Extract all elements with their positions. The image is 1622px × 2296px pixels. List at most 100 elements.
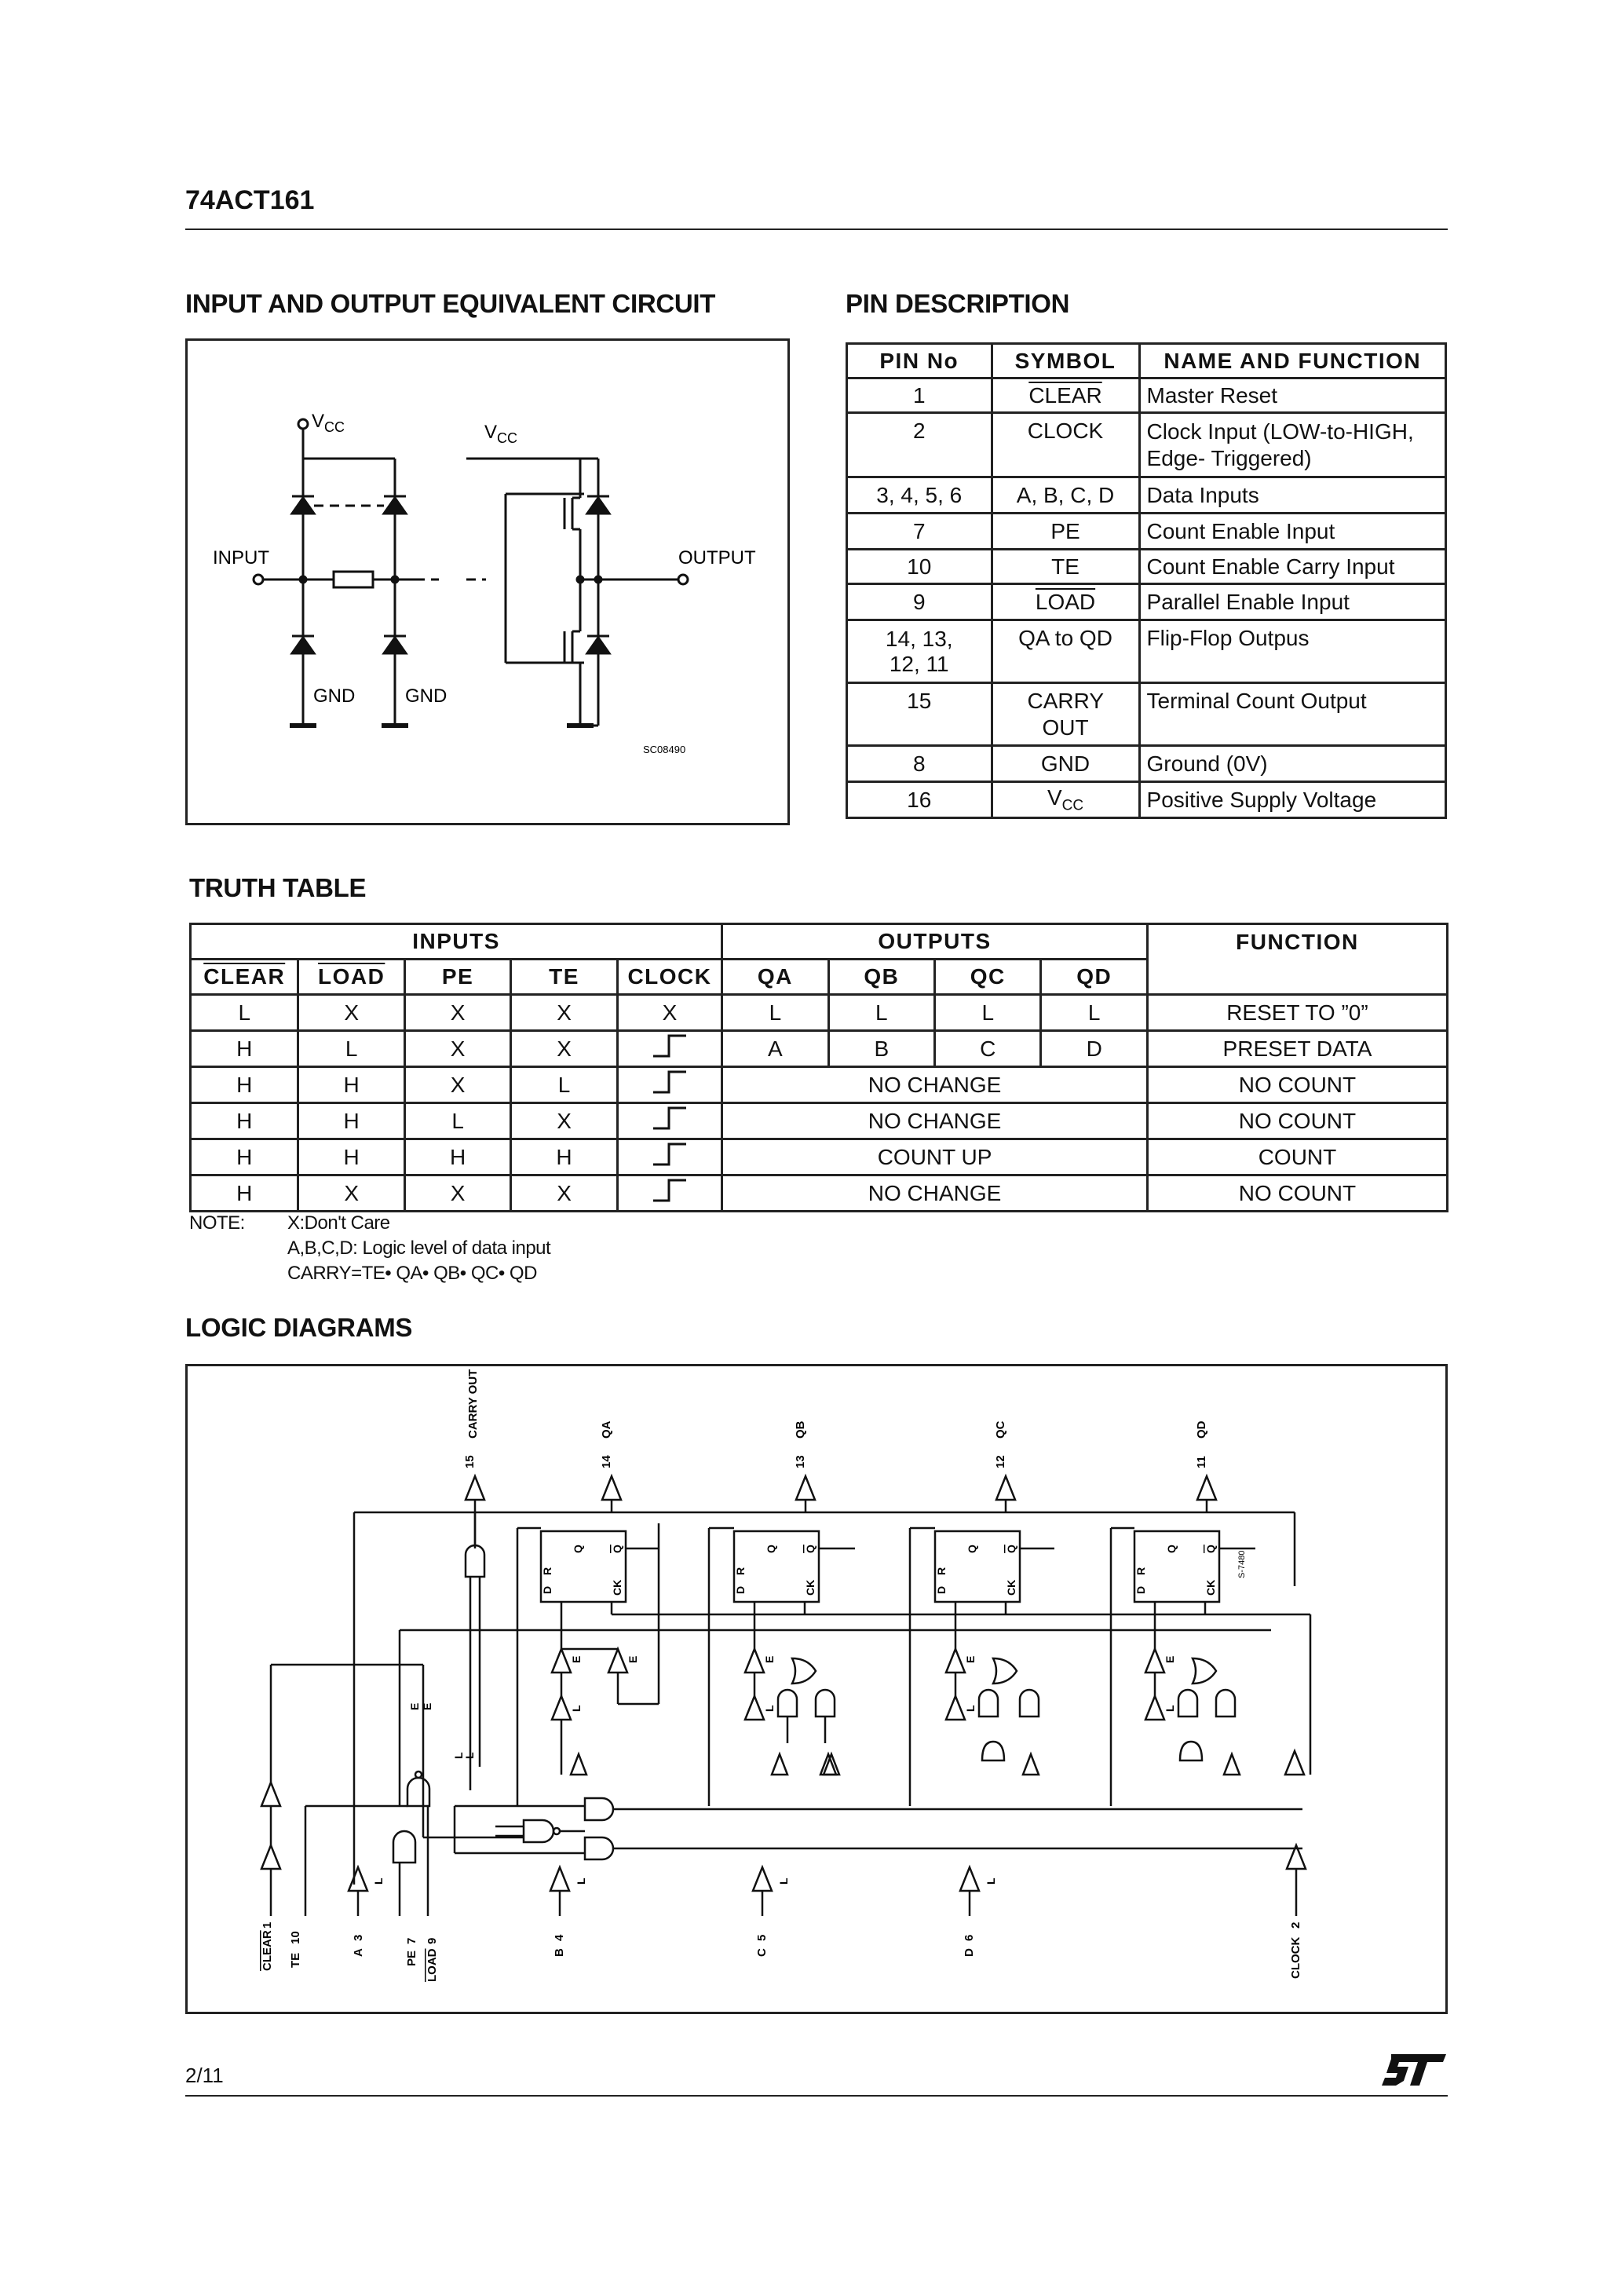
vcc-label-1: V [312,411,324,432]
svg-text:Q: Q [966,1545,978,1553]
svg-text:CK: CK [804,1580,816,1596]
note-item: CARRY=TE• QA• QB• QC• QD [287,1263,537,1284]
output-buffer [464,1473,486,1501]
table-row: H H L X NO CHANGE NO COUNT [188,1102,1449,1140]
truth-heading: TRUTH TABLE [189,873,367,902]
clock-name: CLOCK [1289,1937,1302,1979]
table-row: 8 GND Ground (0V) [846,744,1448,783]
inputs-group-header: INPUTS [188,923,724,960]
flip-flop-b [732,1530,820,1603]
note-item: A,B,C,D: Logic level of data input [287,1238,551,1259]
svg-text:E: E [408,1703,421,1710]
table-row: 16 VCC Positive Supply Voltage [846,781,1448,819]
outputs-group-header: OUTPUTS [721,923,1149,960]
svg-text:Q: Q [1204,1545,1217,1553]
logic-code: S-7480 [1237,1551,1247,1578]
table-row: 10 TE Count Enable Carry Input [846,548,1448,585]
qb-name: QB [794,1420,807,1439]
col-pe: PE [403,958,513,996]
te-pin: 10 [289,1931,302,1944]
qb-pin: 13 [794,1455,807,1468]
vcc-sub-2: CC [497,430,517,446]
output-buffer [601,1473,623,1501]
pin-header-row: PIN No SYMBOL NAME AND FUNCTION [846,342,1448,379]
symbol-load: LOAD [1035,589,1096,614]
gnd-label-2: GND [405,686,447,707]
svg-text:Q: Q [1005,1545,1017,1553]
svg-text:E: E [627,1656,639,1663]
equiv-circuit-box: V CC V CC INPUT OUTPUT GND GND SC08490 [185,338,790,825]
note-label: NOTE: [189,1212,245,1234]
page-number: 2/11 [185,2064,224,2087]
c-pin: 5 [755,1935,769,1941]
output-buffer [795,1473,816,1501]
document-title: 74ACT161 [185,185,315,215]
svg-text:Q: Q [804,1545,816,1553]
st-logo [1380,2051,1448,2089]
svg-text:R: R [541,1567,553,1575]
svg-text:R: R [935,1567,948,1575]
te-name: TE [289,1953,302,1968]
svg-text:CK: CK [1204,1580,1217,1596]
qd-pin: 11 [1195,1456,1208,1468]
table-row: 9 LOAD Parallel Enable Input [846,583,1448,621]
col-qd: QD [1039,958,1149,996]
svg-text:R: R [1134,1567,1147,1575]
pin-description-table: PIN No SYMBOL NAME AND FUNCTION 1 CLEAR … [846,342,1448,819]
output-buffer [1196,1473,1218,1501]
a-pin: 3 [352,1935,365,1941]
svg-text:L: L [763,1705,776,1712]
header-rule [185,229,1448,230]
table-row: 2 CLOCK Clock Input (LOW-to-HIGH, Edge- … [846,411,1448,478]
clear-name: CLEAR [261,1930,274,1971]
vcc-label-2: V [484,422,497,443]
col-clock: CLOCK [616,958,724,996]
table-row: 14, 13, 12, 11 QA to QD Flip-Flop Outpus [846,619,1448,684]
svg-text:E: E [763,1656,776,1663]
table-row: 1 CLEAR Master Reset [846,377,1448,414]
flip-flop-c [933,1530,1021,1603]
carry-pin: 15 [463,1455,477,1468]
svg-text:Q: Q [572,1545,584,1553]
pe-pin: 7 [405,1938,418,1944]
svg-text:Q: Q [611,1545,623,1553]
function-col-header: NAME AND FUNCTION [1138,342,1448,379]
pin-col-header: PIN No [846,342,993,379]
svg-text:Q: Q [1165,1545,1178,1553]
table-row: H H H H COUNT UP COUNT [188,1138,1449,1176]
flip-flop-d [1133,1530,1221,1603]
truth-table: INPUTS OUTPUTS FUNCTION CLEAR LOAD PE TE… [188,923,1449,1212]
logic-diagram-box: 15 CARRY OUT 14 QA 13 QB 12 QC 11 QD [185,1364,1448,2014]
logic-heading: LOGIC DIAGRAMS [185,1313,413,1342]
svg-text:L: L [964,1705,977,1712]
gnd-label-1: GND [313,686,355,707]
table-row: 3, 4, 5, 6 A, B, C, D Data Inputs [846,476,1448,514]
pe-name: PE [405,1951,418,1966]
svg-text:E: E [1164,1656,1176,1663]
svg-text:D: D [541,1586,553,1594]
svg-text:L: L [452,1752,465,1759]
st-logo-icon [1382,2054,1446,2086]
note-item: X:Don't Care [287,1212,390,1234]
rising-edge-icon [652,1070,686,1094]
qa-name: QA [600,1420,613,1439]
carry-and-gate [464,1544,486,1578]
equiv-heading: INPUT AND OUTPUT EQUIVALENT CIRCUIT [185,289,716,318]
load-pin: 9 [426,1938,439,1944]
output-label: OUTPUT [678,547,756,569]
svg-text:D: D [734,1586,747,1594]
svg-text:E: E [570,1656,583,1663]
d-pin: 6 [963,1935,976,1941]
rising-edge-icon [652,1143,686,1166]
circuit-code: SC08490 [643,744,685,755]
table-row: 7 PE Count Enable Input [846,512,1448,550]
rising-edge-icon [652,1106,686,1130]
output-buffer [995,1473,1017,1501]
col-clear: CLEAR [203,964,286,989]
svg-text:D: D [1134,1586,1147,1594]
svg-text:L: L [985,1877,997,1885]
b-name: B [553,1948,566,1957]
equiv-circuit-diagram: V CC V CC INPUT OUTPUT GND GND SC08490 [213,411,756,755]
svg-text:L: L [575,1877,587,1885]
pin-heading: PIN DESCRIPTION [846,289,1070,318]
